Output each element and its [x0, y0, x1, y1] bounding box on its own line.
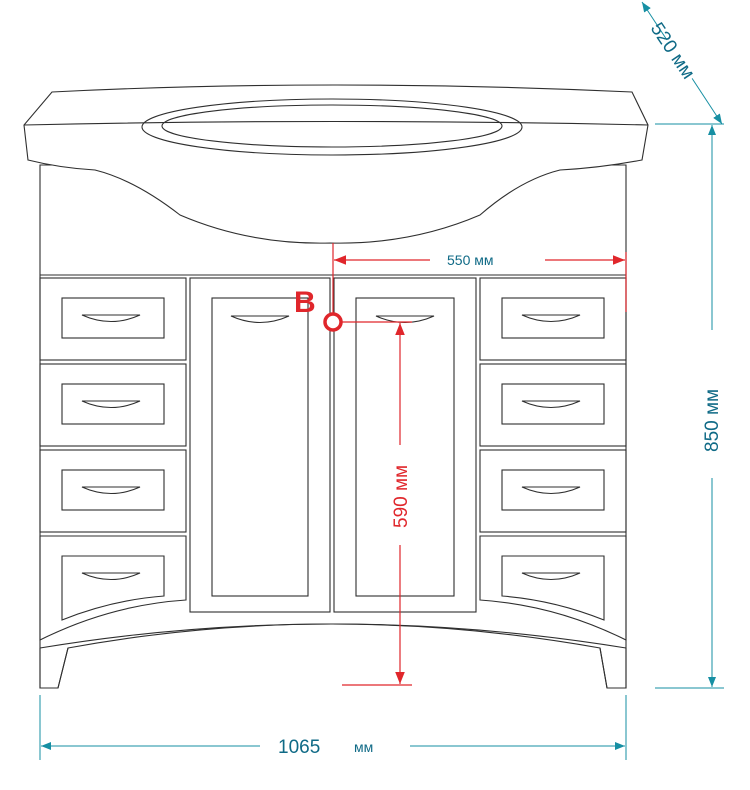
right-drawer-3-panel — [501, 469, 605, 511]
width-value: 1065 — [278, 737, 320, 758]
left-drawer-2-panel — [61, 383, 165, 425]
right-drawer-4-handle[interactable] — [521, 572, 581, 581]
right-drawer-3-handle[interactable] — [521, 486, 581, 495]
right-drawer-3[interactable] — [479, 449, 627, 533]
left-door-handle[interactable] — [230, 315, 290, 324]
left-drawer-4-handle[interactable] — [81, 572, 141, 581]
dimension-annotations: 1065 мм 850 мм 520 мм — [39, 1, 731, 760]
right-drawer-column — [479, 277, 627, 641]
right-leg — [599, 647, 627, 689]
left-drawer-3-handle[interactable] — [81, 486, 141, 495]
left-door[interactable] — [189, 277, 331, 613]
right-drawer-1-panel — [501, 297, 605, 339]
left-door-panel — [211, 297, 309, 597]
basin-front-line — [23, 120, 649, 126]
left-drawer-3-panel — [61, 469, 165, 511]
right-drawer-2-panel — [501, 383, 605, 425]
basin-bowl-inner — [161, 104, 503, 148]
center-doors — [189, 277, 477, 613]
basin-top — [23, 84, 649, 244]
left-drawer-1-handle[interactable] — [81, 314, 141, 323]
drain-point-icon — [323, 312, 343, 332]
right-drawer-4-panel — [501, 555, 605, 621]
right-drawer-1-handle[interactable] — [521, 314, 581, 323]
height-value: 850 мм — [702, 389, 723, 452]
right-door-panel — [355, 297, 455, 597]
left-drawer-2-handle[interactable] — [81, 400, 141, 409]
base-arch — [39, 623, 627, 649]
left-drawer-2[interactable] — [39, 363, 187, 447]
left-leg — [39, 647, 69, 689]
left-drawer-1-panel — [61, 297, 165, 339]
right-drawer-2[interactable] — [479, 363, 627, 447]
right-drawer-1[interactable] — [479, 277, 627, 361]
cabinet — [23, 84, 649, 689]
right-drawer-2-handle[interactable] — [521, 400, 581, 409]
drain-height-value: 590 мм — [391, 465, 412, 528]
left-drawer-4-panel — [61, 555, 165, 621]
drain-label: B — [294, 286, 316, 319]
left-drawer-1[interactable] — [39, 277, 187, 361]
right-door[interactable] — [333, 277, 477, 613]
offset-value: 550 мм — [447, 252, 494, 268]
drain-annotations: B 550 мм 590 мм — [294, 243, 627, 686]
left-drawer-column — [39, 277, 187, 641]
left-drawer-3[interactable] — [39, 449, 187, 533]
width-unit: мм — [354, 739, 373, 755]
right-drawer-4[interactable] — [479, 535, 627, 641]
left-drawer-4[interactable] — [39, 535, 187, 641]
depth-label-mask — [630, 14, 731, 103]
basin-bowl-outer — [141, 98, 523, 156]
